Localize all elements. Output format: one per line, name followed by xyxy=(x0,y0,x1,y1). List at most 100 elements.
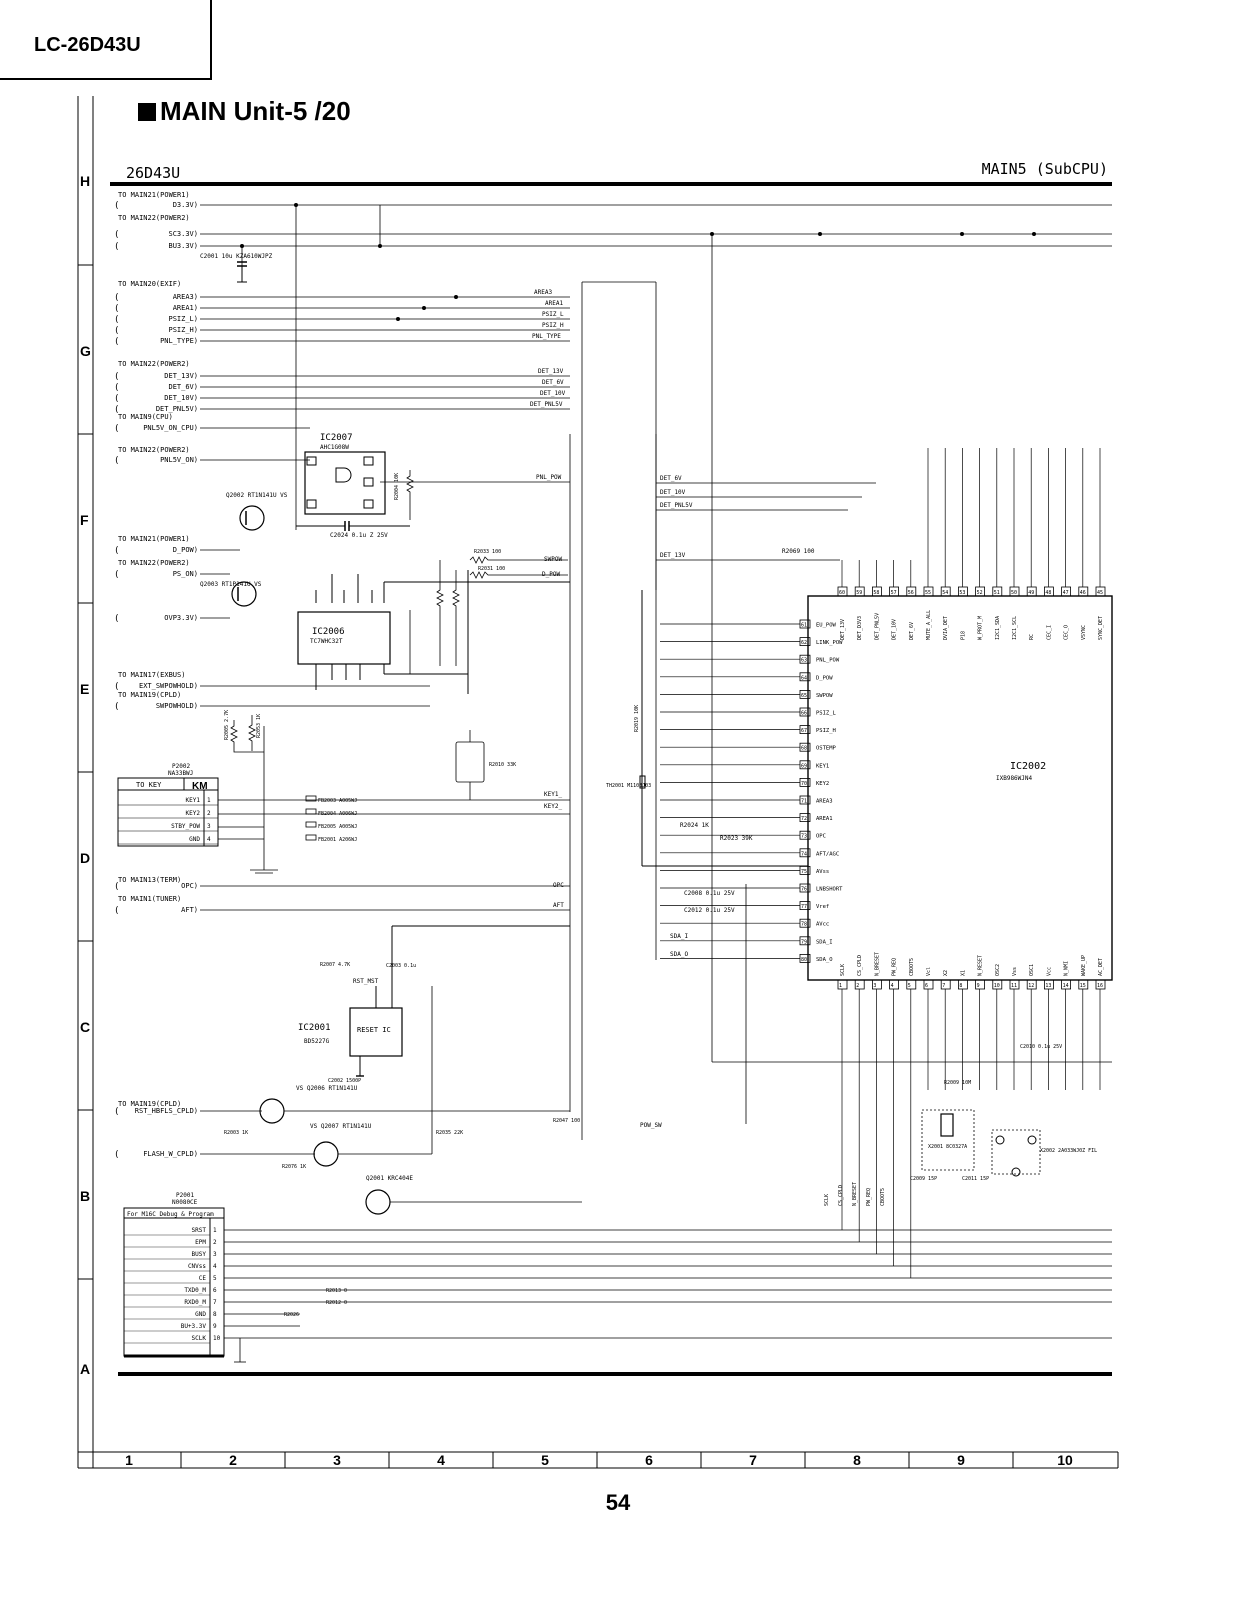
net-label: D_POW xyxy=(542,571,560,578)
ic-pin-name: AREA3 xyxy=(816,799,833,805)
ic-pin-number: 47 xyxy=(1063,590,1069,596)
r2035-label: R2035 22K xyxy=(436,1130,463,1136)
ic-pin-box xyxy=(940,586,951,597)
r2005-r2053: R2005 2.7K R2053 1K xyxy=(224,710,278,874)
ic-pin-number: 79 xyxy=(801,939,807,945)
r2010-network: R2010 33K xyxy=(455,730,516,800)
ic2001: IC2001 BD5227G RESET IC C2003 0.1u C2002… xyxy=(298,925,570,1084)
debug-header: For M16C Debug & Program xyxy=(127,1211,214,1218)
debug-pin-name: GND xyxy=(195,1311,206,1318)
ic-pin-box xyxy=(1009,979,1020,990)
ic-pin-number: 13 xyxy=(1045,983,1051,989)
ic-pin-number: 5 xyxy=(908,983,911,989)
r2012-label: R2012 0 xyxy=(326,1300,347,1306)
debug-pin-name: BUSY xyxy=(192,1251,207,1258)
ic2001-label: RESET IC xyxy=(357,1026,391,1034)
r2004-label: R2004 10K xyxy=(394,473,400,500)
ic-pin-name: W_PROT_M xyxy=(978,616,984,640)
connector-signal: PS_ON) xyxy=(173,570,198,578)
ic-pin-number: 60 xyxy=(839,590,845,596)
connector-dest: TO MAIN22(POWER2) xyxy=(118,214,190,222)
ic-pin-name: SDA_O xyxy=(816,957,833,963)
ic-pin-number: 70 xyxy=(801,781,807,787)
page-title: MAIN Unit-5 /20 xyxy=(138,96,351,127)
ic-pin-name: N_RESET xyxy=(978,955,984,976)
ic-pin-name: SDA_I xyxy=(816,939,833,945)
connector-paren: ( xyxy=(114,1150,119,1160)
connector-dest: TO MAIN22(POWER2) xyxy=(118,559,190,567)
ic-pin-name: SYNC_DET xyxy=(1098,616,1104,640)
r2005-label: R2005 2.7K xyxy=(224,710,230,740)
p2001-part: N0080CE xyxy=(172,1199,198,1206)
q2007-transistor: VS Q2007 RT1N141U xyxy=(310,1123,372,1167)
ic-pin-name: CS_CPLD xyxy=(857,955,863,976)
ic-pin-box xyxy=(872,586,882,597)
ferrite-bead xyxy=(305,834,317,841)
ic2001-ref: IC2001 xyxy=(298,1023,331,1033)
connector-signal: PSIZ_H) xyxy=(168,326,198,334)
row-label: E xyxy=(80,681,89,697)
connector-paren: ( xyxy=(114,614,119,624)
net-label: DET_10V xyxy=(540,390,566,397)
connector-signal: SC3.3V) xyxy=(168,230,198,238)
ic-pin-number: 74 xyxy=(801,851,807,857)
connector-signal: AREA1) xyxy=(173,304,198,312)
x2001-label: X2001 8C0327A xyxy=(928,1144,967,1150)
connector-dest: TO MAIN1(TUNER) xyxy=(118,895,181,903)
q2003-label: Q2003 RT1P141U VS xyxy=(200,581,262,588)
ic2001-part: BD5227G xyxy=(304,1038,330,1045)
net-label: AREA1 xyxy=(545,300,563,307)
net-label: SWPOW xyxy=(544,556,562,563)
c2012-label: C2012 0.1u 25V xyxy=(684,907,735,914)
ic2007-part: AHC1G08W xyxy=(320,444,349,451)
connector-paren: ( xyxy=(114,570,119,580)
net-label: PSIZ_L xyxy=(542,311,564,318)
ic-pin-name: OPC xyxy=(816,834,826,840)
ic-pin-name: DVIA_DET xyxy=(943,616,949,640)
c2008-label: C2008 0.1u 25V xyxy=(684,890,735,897)
ic-pin-name: KEY1 xyxy=(816,763,829,769)
row-label: B xyxy=(80,1188,90,1204)
ic-pin-name: I2C1_SDA xyxy=(995,616,1001,640)
bus-label: PW_REQ xyxy=(866,1188,872,1206)
ic-pin-number: 71 xyxy=(801,799,807,805)
key-pin-number: 2 xyxy=(207,810,211,817)
title-square-icon xyxy=(138,103,156,121)
r2031-label: R2031 100 xyxy=(478,566,505,572)
ic-pin-name: Vss xyxy=(1012,967,1018,976)
net-label: AREA3 xyxy=(534,289,552,296)
ic-pin-name: LNBSHORT xyxy=(816,887,843,893)
r2019-label: R2019 10K xyxy=(634,705,640,732)
col-label: 5 xyxy=(541,1452,549,1468)
ic2007-ref: IC2007 xyxy=(320,433,353,443)
ic-pin-number: 12 xyxy=(1028,983,1034,989)
debug-pin-name: TXD0_M xyxy=(184,1287,206,1294)
net-label: SDA_O xyxy=(670,951,688,958)
col-label: 1 xyxy=(125,1452,133,1468)
ic-pin-box xyxy=(889,586,899,597)
page-title-text: MAIN Unit-5 /20 xyxy=(160,96,351,126)
connector-signal: PNL5V_ON_CPU) xyxy=(143,424,198,432)
ic-pin-number: 46 xyxy=(1080,590,1086,596)
crystal-x2001: X2001 8C0327A R2009 10M C2009 15P C2011 … xyxy=(910,1080,989,1182)
ic-pin-name: N_BRESET xyxy=(874,952,880,976)
connector-paren: ( xyxy=(114,546,119,556)
key-header: TO KEY xyxy=(136,781,162,789)
ic-pin-box xyxy=(975,586,985,597)
ic-pin-box xyxy=(1026,586,1037,597)
r2010-label: R2010 33K xyxy=(489,762,516,768)
ic2006-resistors: R2033 100 R2031 100 xyxy=(409,549,568,674)
ic-pin-name: DET_D3V3 xyxy=(857,616,863,640)
ic-pin-name: CEC_I xyxy=(1046,625,1052,640)
key-pin-number: 1 xyxy=(207,797,211,804)
connector-signal: OPC) xyxy=(181,882,198,890)
debug-pin-name: RXD0_M xyxy=(184,1299,206,1306)
key-pin-number: 4 xyxy=(207,836,211,843)
net-label: PNL_TYPE xyxy=(532,333,561,340)
ic-pin-name: DET_6V xyxy=(909,622,915,640)
ic-pin-name: SCLK xyxy=(840,964,846,976)
